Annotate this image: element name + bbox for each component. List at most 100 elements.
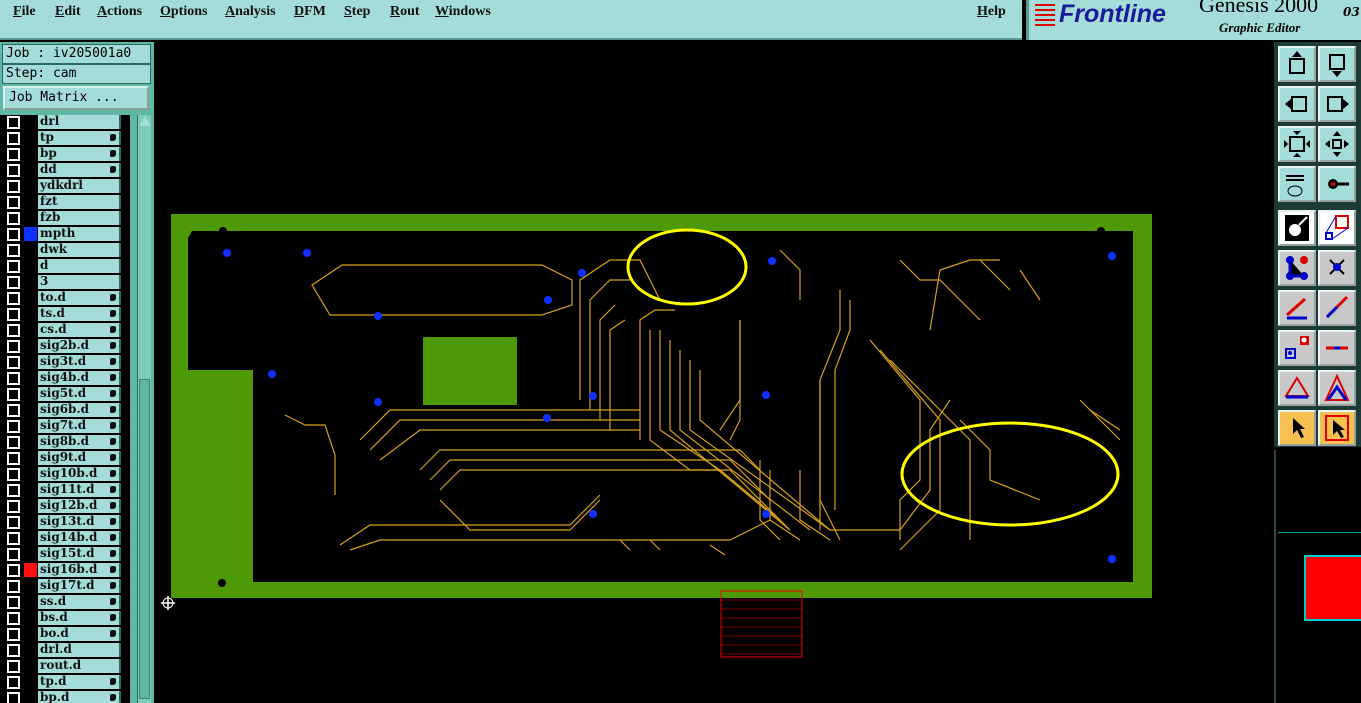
layer-checkbox[interactable]: [7, 420, 20, 433]
layer-row[interactable]: fzt: [0, 194, 130, 210]
layer-checkbox[interactable]: [7, 436, 20, 449]
layer-checkbox[interactable]: [7, 148, 20, 161]
layer-name[interactable]: sig12b.d: [38, 499, 121, 513]
layer-name[interactable]: fzt: [38, 195, 121, 209]
layer-name[interactable]: sig15t.d: [38, 547, 121, 561]
job-matrix-button[interactable]: Job Matrix ...: [3, 86, 149, 110]
layer-row[interactable]: sig2b.d: [0, 338, 130, 354]
layer-name[interactable]: ts.d: [38, 307, 121, 321]
layer-checkbox[interactable]: [7, 212, 20, 225]
menu-edit[interactable]: Edit: [55, 4, 81, 19]
layer-checkbox[interactable]: [7, 452, 20, 465]
layer-checkbox[interactable]: [7, 612, 20, 625]
layer-checkbox[interactable]: [7, 276, 20, 289]
layer-checkbox[interactable]: [7, 548, 20, 561]
layer-row[interactable]: fzb: [0, 210, 130, 226]
menu-windows[interactable]: Windows: [435, 4, 491, 19]
layer-row[interactable]: mpth: [0, 226, 130, 242]
pointer-button[interactable]: [1278, 410, 1316, 446]
layer-checkbox[interactable]: [7, 580, 20, 593]
layer-row[interactable]: tp.d: [0, 674, 130, 690]
layer-row[interactable]: sig10b.d: [0, 466, 130, 482]
layer-row[interactable]: sig4b.d: [0, 370, 130, 386]
pad-move-button[interactable]: [1278, 330, 1316, 366]
menu-rout[interactable]: Rout: [390, 4, 420, 19]
layer-checkbox[interactable]: [7, 516, 20, 529]
layer-row[interactable]: bp: [0, 146, 130, 162]
layer-row[interactable]: sig17t.d: [0, 578, 130, 594]
layer-checkbox[interactable]: [7, 292, 20, 305]
layer-row[interactable]: sig13t.d: [0, 514, 130, 530]
layer-row[interactable]: 3: [0, 274, 130, 290]
layer-name[interactable]: sig14b.d: [38, 531, 121, 545]
menu-step[interactable]: Step: [344, 4, 371, 19]
move-left-button[interactable]: [1278, 86, 1316, 122]
layer-row[interactable]: sig9t.d: [0, 450, 130, 466]
layer-name[interactable]: bo.d: [38, 627, 121, 641]
zoom-in-button[interactable]: [1278, 126, 1316, 162]
layer-row[interactable]: bs.d: [0, 610, 130, 626]
layer-name[interactable]: sig9t.d: [38, 451, 121, 465]
layer-row[interactable]: sig5t.d: [0, 386, 130, 402]
menu-help[interactable]: Help: [977, 4, 1006, 19]
layer-checkbox[interactable]: [7, 196, 20, 209]
layer-checkbox[interactable]: [7, 484, 20, 497]
layer-checkbox[interactable]: [7, 164, 20, 177]
layer-name[interactable]: rout.d: [38, 659, 121, 673]
layer-row[interactable]: sig14b.d: [0, 530, 130, 546]
layer-checkbox[interactable]: [7, 564, 20, 577]
layer-row[interactable]: sig15t.d: [0, 546, 130, 562]
layer-name[interactable]: bs.d: [38, 611, 121, 625]
layer-name[interactable]: mpth: [38, 227, 121, 241]
layer-row[interactable]: d: [0, 258, 130, 274]
layer-name[interactable]: ydkdrl: [38, 179, 121, 193]
layer-checkbox[interactable]: [7, 228, 20, 241]
layer-name[interactable]: sig5t.d: [38, 387, 121, 401]
layer-checkbox[interactable]: [7, 660, 20, 673]
layer-name[interactable]: sig13t.d: [38, 515, 121, 529]
line-mid-button[interactable]: [1318, 330, 1356, 366]
layer-name[interactable]: to.d: [38, 291, 121, 305]
layer-row[interactable]: sig3t.d: [0, 354, 130, 370]
graphic-canvas[interactable]: [155, 42, 1273, 703]
layer-row[interactable]: rout.d: [0, 658, 130, 674]
layer-name[interactable]: ss.d: [38, 595, 121, 609]
layer-row[interactable]: ydkdrl: [0, 178, 130, 194]
layer-name[interactable]: sig4b.d: [38, 371, 121, 385]
move-right-button[interactable]: [1318, 86, 1356, 122]
layer-checkbox[interactable]: [7, 340, 20, 353]
overview-viewport[interactable]: [1304, 555, 1361, 621]
layer-row[interactable]: cs.d: [0, 322, 130, 338]
layer-checkbox[interactable]: [7, 532, 20, 545]
layer-name[interactable]: sig11t.d: [38, 483, 121, 497]
layer-name[interactable]: sig10b.d: [38, 467, 121, 481]
layer-name[interactable]: sig6b.d: [38, 403, 121, 417]
layer-scrollbar[interactable]: [137, 115, 151, 703]
layer-name[interactable]: dd: [38, 163, 121, 177]
layer-name[interactable]: drl.d: [38, 643, 121, 657]
layer-row[interactable]: drl: [0, 115, 130, 130]
layer-name[interactable]: tp: [38, 131, 121, 145]
layer-row[interactable]: drl.d: [0, 642, 130, 658]
line-tool-button[interactable]: [1278, 290, 1316, 326]
layer-checkbox[interactable]: [7, 644, 20, 657]
triangle-button[interactable]: [1278, 370, 1316, 406]
layer-checkbox[interactable]: [7, 372, 20, 385]
layer-checkbox[interactable]: [7, 244, 20, 257]
layer-name[interactable]: sig3t.d: [38, 355, 121, 369]
layer-checkbox[interactable]: [7, 404, 20, 417]
layer-row[interactable]: bp.d: [0, 690, 130, 703]
layer-row[interactable]: tp: [0, 130, 130, 146]
layer-name[interactable]: fzb: [38, 211, 121, 225]
menu-file[interactable]: File: [13, 4, 36, 19]
scroll-thumb[interactable]: [139, 379, 150, 699]
layer-checkbox[interactable]: [7, 388, 20, 401]
menu-dfm[interactable]: DFM: [294, 4, 326, 19]
layer-row[interactable]: sig7t.d: [0, 418, 130, 434]
layer-checkbox[interactable]: [7, 596, 20, 609]
layer-name[interactable]: tp.d: [38, 675, 121, 689]
layer-name[interactable]: sig7t.d: [38, 419, 121, 433]
layer-checkbox[interactable]: [7, 692, 20, 703]
layer-checkbox[interactable]: [7, 116, 20, 129]
layer-name[interactable]: dwk: [38, 243, 121, 257]
